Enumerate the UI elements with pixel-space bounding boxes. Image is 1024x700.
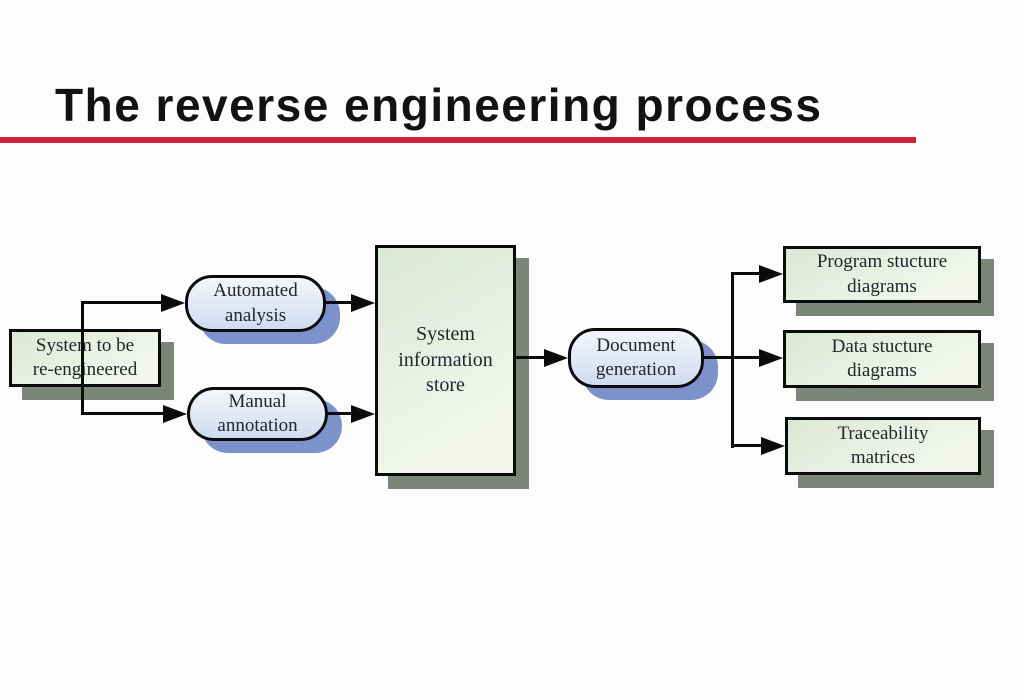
node-label-system-information-store: System information store: [398, 323, 493, 397]
node-traceability-matrices: Traceability matrices: [785, 417, 981, 475]
arrowhead-into-data-structure: [759, 349, 783, 367]
connector-source-to-manual-annotation: [81, 412, 165, 415]
node-program-structure-diagrams: Program stucture diagrams: [783, 246, 981, 303]
connector-manual-annotation-to-store: [326, 412, 353, 415]
node-label-system-to-be-reengineered: System to be re-engineered: [32, 334, 138, 380]
connector-branch-to-program-structure: [731, 272, 761, 275]
title-underline-rule: [0, 137, 916, 143]
node-label-program-structure-diagrams: Program stucture diagrams: [816, 251, 948, 297]
arrowhead-into-program-structure: [759, 265, 783, 283]
arrowhead-automated-into-store: [351, 294, 375, 312]
connector-automated-analysis-to-store: [325, 301, 353, 304]
connector-store-to-document-generation: [514, 356, 546, 359]
node-data-structure-diagrams: Data stucture diagrams: [783, 330, 981, 388]
node-label-traceability-matrices: Traceability matrices: [837, 422, 929, 468]
connector-branch-vertical: [731, 272, 734, 448]
page-title: The reverse engineering process: [55, 79, 823, 131]
connector-branch-to-traceability: [731, 444, 763, 447]
arrowhead-into-traceability: [761, 437, 785, 455]
node-label-manual-annotation: Manual annotation: [217, 390, 298, 436]
node-label-data-structure-diagrams: Data stucture diagrams: [831, 335, 933, 381]
connector-source-to-automated-analysis: [81, 301, 163, 304]
node-system-information-store: System information store: [375, 245, 516, 476]
connector-docgen-to-data-structure: [703, 356, 761, 359]
node-label-document-generation: Document generation: [595, 334, 677, 380]
node-manual-annotation: Manual annotation: [187, 387, 328, 441]
node-system-to-be-reengineered: System to be re-engineered: [9, 329, 161, 387]
node-document-generation: Document generation: [568, 328, 704, 388]
arrowhead-manual-into-store: [351, 405, 375, 423]
node-label-automated-analysis: Automated analysis: [213, 280, 298, 326]
arrowhead-into-automated-analysis: [161, 294, 185, 312]
node-automated-analysis: Automated analysis: [185, 275, 326, 332]
arrowhead-into-document-generation: [544, 349, 568, 367]
arrowhead-into-manual-annotation: [163, 405, 187, 423]
